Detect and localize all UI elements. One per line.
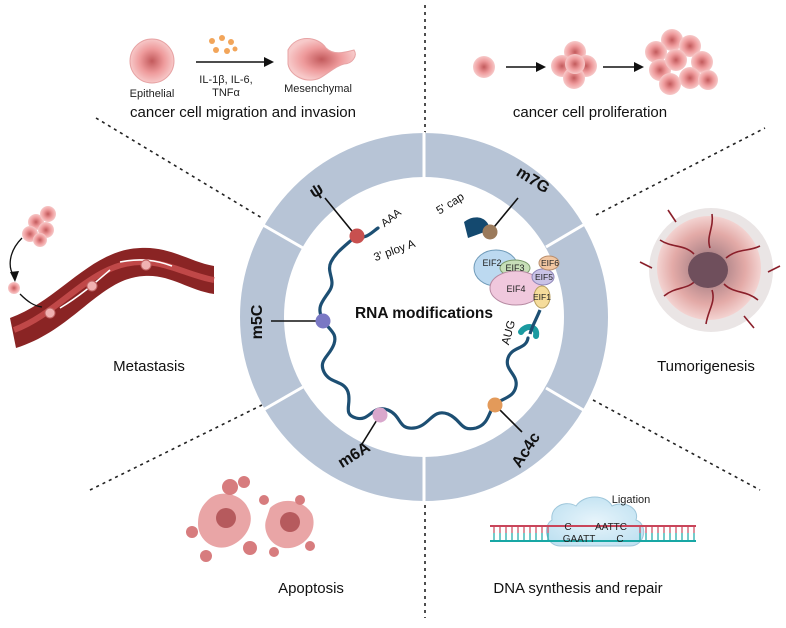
psi-site-dot bbox=[349, 228, 365, 244]
proliferation-title: cancer cell proliferation bbox=[513, 104, 667, 121]
eif5-label: EIF5 bbox=[535, 272, 553, 282]
seq-top-right: AATTC bbox=[595, 522, 627, 533]
metastasis-illustration bbox=[8, 206, 215, 348]
tumor-cluster bbox=[22, 206, 56, 247]
eif4-label: EIF4 bbox=[506, 284, 525, 294]
eif3-label: EIF3 bbox=[505, 263, 524, 273]
tumor-illustration bbox=[639, 208, 781, 332]
polya-label: 3' ploy A bbox=[372, 238, 417, 264]
cap-shape bbox=[464, 217, 490, 238]
proliferation-illustration bbox=[473, 29, 718, 95]
aug-marker bbox=[518, 324, 540, 339]
m5c-label: m5C bbox=[249, 304, 266, 339]
center-label: RNA modifications bbox=[355, 305, 493, 322]
small-cluster bbox=[551, 41, 597, 89]
seq-bottom-left: GAATT bbox=[563, 534, 596, 545]
seq-top-left: C bbox=[564, 522, 571, 533]
ligation-label: Ligation bbox=[612, 494, 651, 506]
ac4c-site-dot bbox=[487, 397, 503, 413]
translation-complex bbox=[464, 217, 560, 339]
emt-illustration bbox=[129, 35, 356, 84]
blood-vessel bbox=[10, 247, 214, 348]
apoptosis-title: Apoptosis bbox=[278, 580, 344, 597]
ligase-cloud bbox=[545, 496, 645, 547]
aug-label: AUG bbox=[500, 319, 518, 346]
epithelial-label: Epithelial bbox=[130, 88, 175, 100]
apoptosis-illustration bbox=[186, 476, 315, 562]
eif2-label: EIF2 bbox=[482, 258, 501, 268]
seq-bottom-right: C bbox=[616, 534, 623, 545]
m6a-site-dot bbox=[372, 407, 388, 423]
mesenchymal-cell bbox=[287, 38, 356, 81]
m5c-site-dot bbox=[315, 313, 331, 329]
emt-title: cancer cell migration and invasion bbox=[130, 104, 356, 121]
mesenchymal-label: Mesenchymal bbox=[284, 83, 352, 95]
base-pairs bbox=[493, 526, 695, 533]
dna-illustration bbox=[490, 496, 696, 547]
cap-label: 5' cap bbox=[434, 191, 466, 217]
cytokines-label-2: TNFα bbox=[212, 87, 240, 99]
tumorigenesis-title: Tumorigenesis bbox=[657, 358, 755, 375]
eif1-label: EIF1 bbox=[533, 292, 551, 302]
rna-strand bbox=[318, 234, 530, 431]
eif6-label: EIF6 bbox=[541, 258, 559, 268]
m7g-site-dot bbox=[482, 224, 498, 240]
epithelial-cell bbox=[129, 38, 175, 84]
modification-ring bbox=[240, 132, 608, 502]
eif1-shape bbox=[533, 285, 551, 309]
cytokine-dots bbox=[209, 35, 238, 54]
dna-title: DNA synthesis and repair bbox=[493, 580, 662, 597]
aaa-label: AAA bbox=[379, 206, 404, 229]
cytokines-label-1: IL-1β, IL-6, bbox=[199, 74, 252, 86]
large-cluster bbox=[645, 29, 718, 95]
eif6-shape bbox=[538, 255, 560, 271]
metastasis-title: Metastasis bbox=[113, 358, 185, 375]
